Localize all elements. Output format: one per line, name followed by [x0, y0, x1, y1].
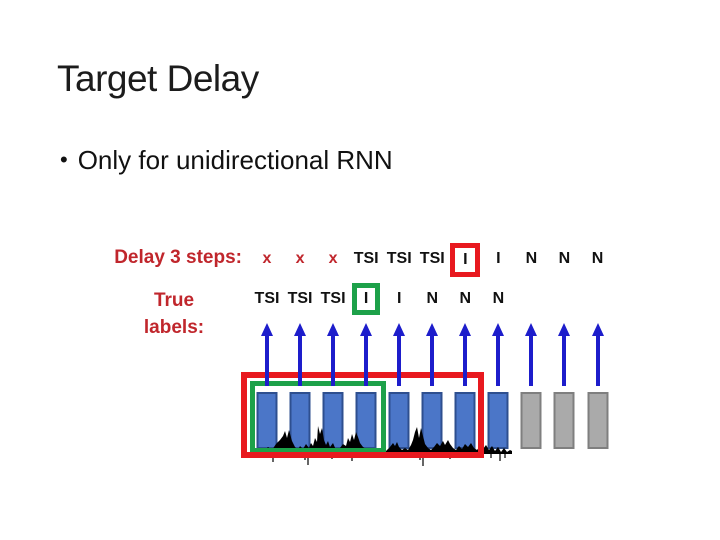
up-arrow-icon	[326, 323, 340, 386]
arrow-shaft	[298, 334, 303, 386]
up-arrow-icon	[524, 323, 538, 386]
arrow-head	[492, 323, 505, 336]
token-tsi: TSI	[419, 250, 445, 267]
token-i: I	[496, 250, 501, 267]
arrow-head	[558, 323, 571, 336]
arrow-shaft	[265, 334, 269, 386]
bullet-text: Only for unidirectional RNN	[77, 145, 393, 175]
arrow-head	[393, 323, 406, 336]
up-arrow-icon	[293, 323, 307, 386]
true-labels-line1: True	[153, 290, 195, 311]
green-highlight-box: I	[352, 283, 381, 315]
up-arrow-icon	[491, 323, 505, 386]
token-n: N	[426, 290, 439, 307]
token-x: x	[295, 250, 305, 267]
arrow-shaft	[430, 334, 435, 386]
bullet-item: • Only for unidirectional RNN	[60, 143, 393, 177]
speech-frame-blue	[487, 392, 509, 449]
arrow-head	[459, 323, 472, 336]
arrow-shaft	[331, 334, 336, 386]
token-i: I	[463, 251, 468, 268]
bullet-marker: •	[60, 147, 68, 172]
token-n: N	[459, 290, 472, 307]
arrow-head	[261, 323, 273, 336]
arrow-shaft	[529, 334, 534, 386]
true-labels-line2: labels:	[143, 317, 205, 338]
token-tsi: TSI	[254, 290, 280, 307]
arrow-shaft	[364, 334, 369, 386]
arrow-head	[327, 323, 340, 336]
token-i: I	[363, 290, 369, 307]
token-tsi: TSI	[287, 290, 313, 307]
token-tsi: TSI	[353, 250, 379, 267]
arrow-shaft	[463, 334, 468, 386]
up-arrow-icon	[557, 323, 571, 386]
token-n: N	[492, 290, 505, 307]
token-n: N	[591, 250, 604, 267]
token-tsi: TSI	[320, 290, 346, 307]
arrow-head	[525, 323, 538, 336]
up-arrow-icon	[458, 323, 472, 386]
true-labels-label: True labels:	[124, 287, 224, 341]
token-tsi: TSI	[386, 250, 412, 267]
arrow-head	[591, 323, 604, 336]
arrow-shaft	[595, 334, 600, 386]
speech-frame-gray	[587, 392, 608, 449]
red-highlight-box: I	[450, 243, 481, 277]
slide-title: Target Delay	[57, 58, 259, 99]
up-arrow-icon	[260, 323, 274, 386]
speech-frame-gray	[520, 392, 542, 449]
speech-frame-gray	[553, 392, 575, 449]
arrow-head	[426, 323, 439, 336]
arrow-shaft	[397, 334, 402, 386]
arrow-head	[360, 323, 373, 336]
token-i: I	[396, 290, 402, 307]
up-arrow-icon	[425, 323, 439, 386]
arrow-head	[294, 323, 307, 336]
token-x: x	[262, 250, 272, 267]
up-arrow-icon	[392, 323, 406, 386]
arrow-shaft	[496, 334, 501, 386]
arrow-shaft	[562, 334, 567, 386]
delay-steps-label: Delay 3 steps:	[114, 247, 242, 268]
up-arrow-icon	[591, 323, 605, 386]
token-n: N	[525, 250, 538, 267]
up-arrow-icon	[359, 323, 373, 386]
token-x: x	[328, 250, 338, 267]
token-n: N	[558, 250, 571, 267]
